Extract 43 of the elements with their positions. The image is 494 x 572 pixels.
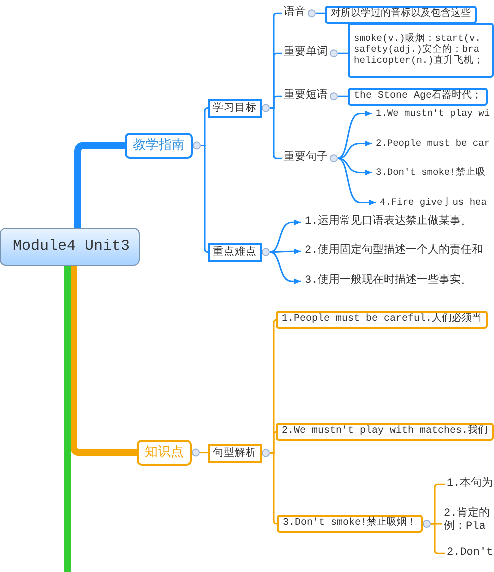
arrow bbox=[338, 110, 372, 160]
connector-line bbox=[74, 142, 125, 228]
sentence-text: 2.People must be car bbox=[374, 137, 492, 150]
subtopic-box: 学习目标 bbox=[208, 99, 262, 118]
connector-line bbox=[200, 452, 208, 454]
detail-box: smoke(v.)吸烟；start(v. safety(adj.)安全的；bra helicopter(n.)直升飞机； bbox=[348, 23, 494, 78]
detail-box: 1.People must be careful.人们必须当 bbox=[276, 311, 488, 329]
sentence-text: 1.We mustn't play wi bbox=[374, 107, 492, 120]
point-text: 2.使用固定句型描述一个人的责任和 bbox=[303, 244, 486, 260]
connector-line bbox=[64, 266, 72, 572]
detail-box: 3.Don't smoke!禁止吸烟！ bbox=[277, 515, 424, 533]
arrow bbox=[338, 140, 372, 160]
topic-text: 重要句子 bbox=[282, 151, 330, 166]
detail-box: 对所以学过的音标以及包含这些 bbox=[325, 6, 477, 24]
point-text: 3.使用一般现在时描述一些事实。 bbox=[303, 274, 474, 290]
topic-box: 知识点 bbox=[137, 440, 192, 466]
topic-text: 重要短语 bbox=[282, 89, 330, 104]
connector-line bbox=[201, 145, 209, 254]
arrow bbox=[338, 158, 372, 176]
connector-line bbox=[270, 108, 282, 160]
point-text: 2.Don't bbox=[445, 546, 494, 562]
arrow bbox=[270, 220, 301, 254]
arrow bbox=[338, 158, 376, 206]
point-text: 1.本句为 bbox=[445, 477, 494, 492]
point-text: 2.肯定的例：Pla bbox=[442, 507, 494, 536]
detail-box: the Stone Age石器时代； bbox=[348, 88, 488, 106]
point-text: 1.运用常见口语表达禁止做某事。 bbox=[303, 215, 474, 230]
connector-line bbox=[70, 266, 137, 456]
sentence-text: 3.Don't smoke!禁止吸 bbox=[374, 166, 488, 180]
topic-text: 重要单词 bbox=[282, 46, 330, 62]
central-topic: Module4 Unit3 bbox=[0, 228, 140, 266]
subtopic-box: 句型解析 bbox=[208, 444, 262, 463]
sentence-text: 4.Fire give亅us hea bbox=[378, 196, 489, 210]
connector-line bbox=[338, 52, 348, 54]
subtopic-box: 重点难点 bbox=[208, 243, 262, 262]
connector-line bbox=[270, 452, 278, 525]
topic-text: 语音 bbox=[282, 6, 308, 22]
detail-box: 2.We mustn't play with matches.我们 bbox=[276, 423, 494, 441]
connector-line bbox=[338, 96, 348, 98]
connector-line bbox=[316, 12, 325, 14]
arrow bbox=[270, 252, 301, 285]
topic-box: 教学指南 bbox=[125, 133, 193, 159]
arrow bbox=[270, 248, 301, 255]
